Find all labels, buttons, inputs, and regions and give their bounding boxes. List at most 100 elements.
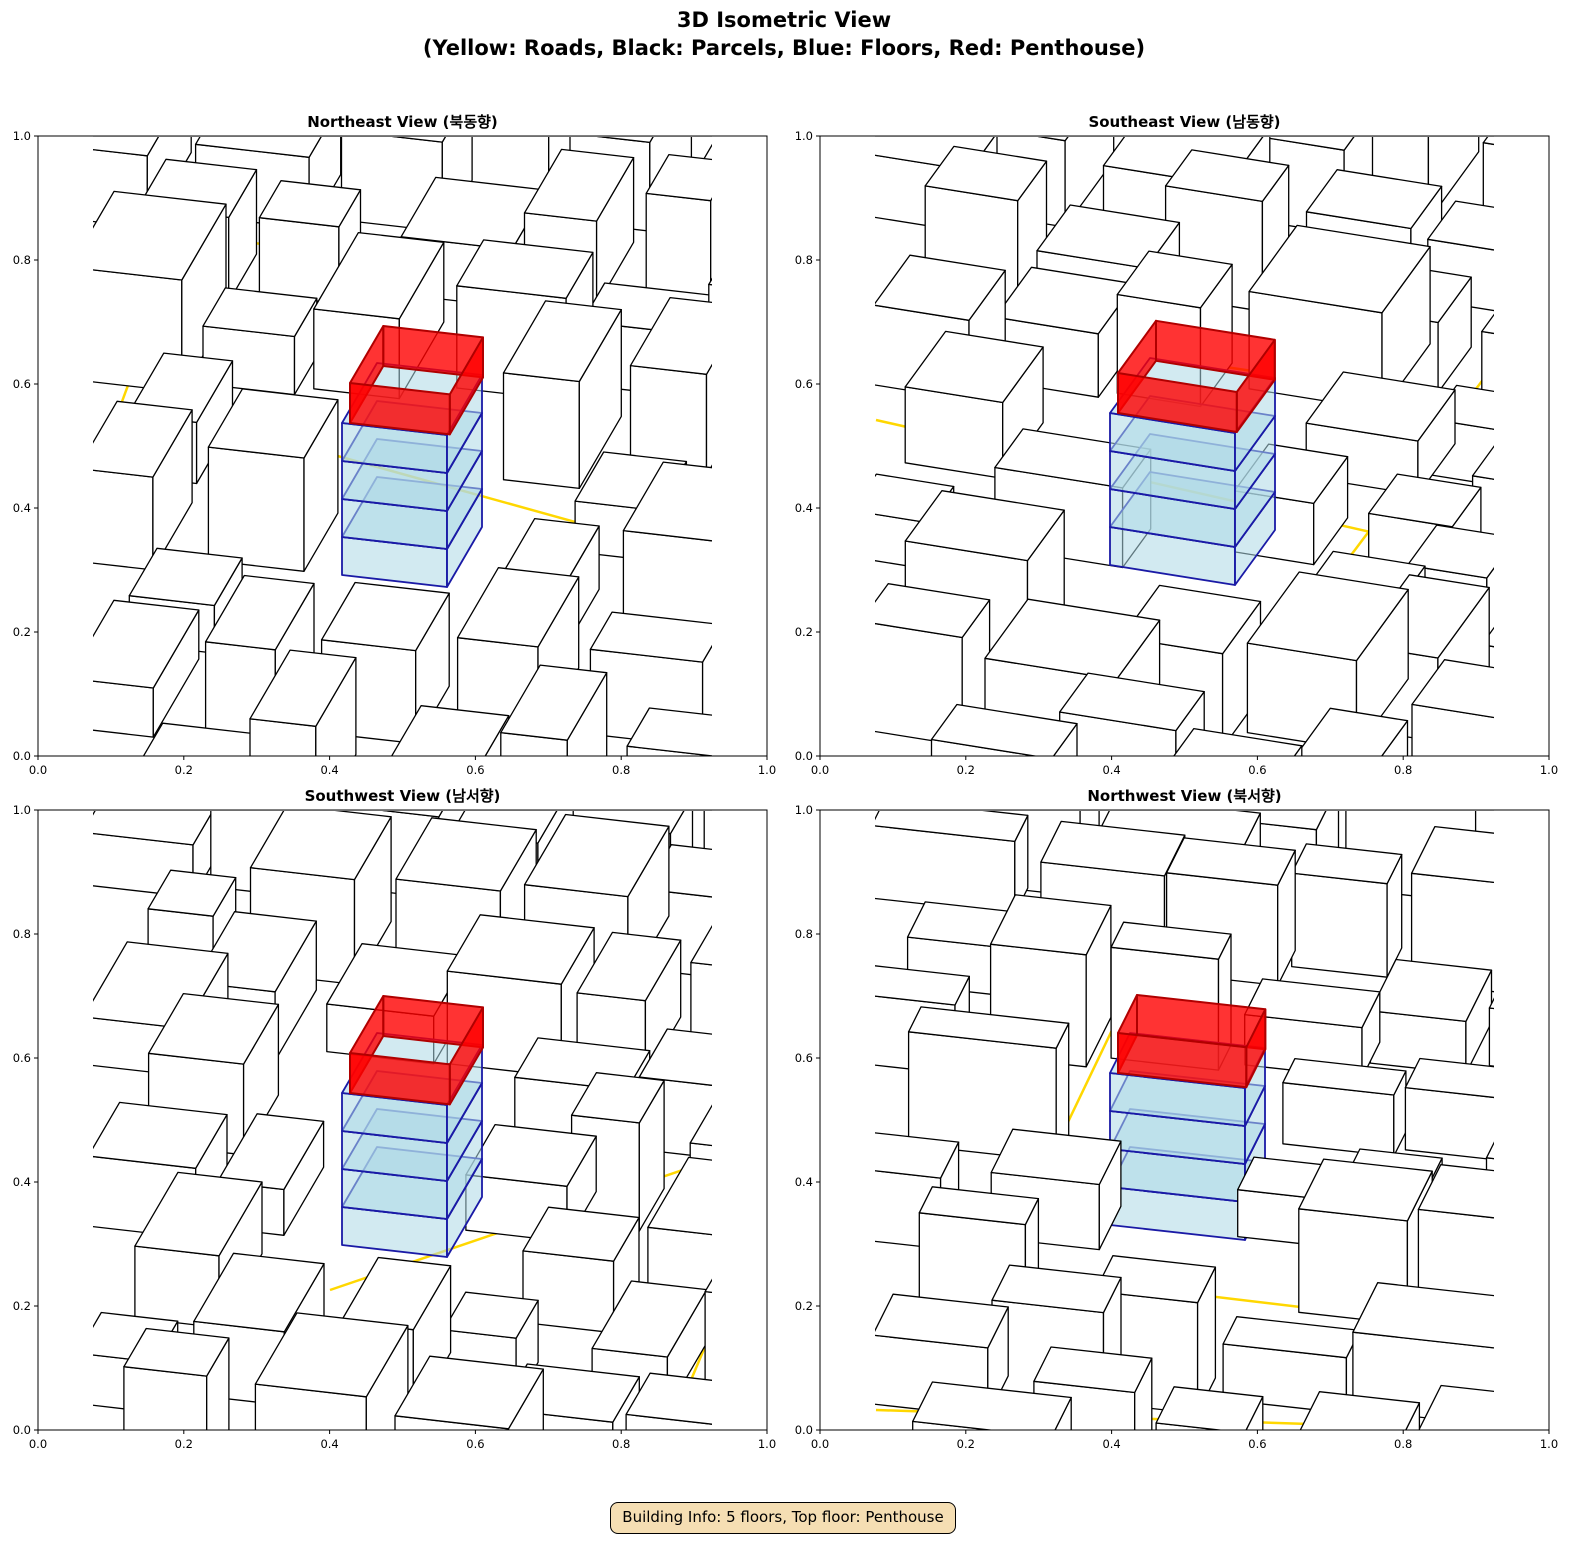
penthouse [1117, 994, 1267, 1089]
panel-title: Southeast View (남동향) [1088, 113, 1280, 131]
parcel-building [1299, 1391, 1421, 1430]
x-tick-label: 0.8 [1394, 763, 1412, 777]
parcel-building [1404, 1057, 1494, 1161]
axes-frame [37, 135, 768, 757]
parcel-building [690, 924, 712, 1055]
parcel-building [1548, 519, 1590, 666]
parcel-building [1155, 1386, 1264, 1430]
scene [875, 810, 1590, 1430]
x-tick-label: 1.0 [1540, 763, 1558, 777]
parcel-building [875, 810, 1029, 915]
parcel-building [1282, 1057, 1407, 1157]
y-tick-label: 0.4 [795, 501, 813, 515]
y-tick-label: 0.4 [795, 1175, 813, 1189]
parcel-building [1488, 997, 1494, 1067]
y-tick-label: 0.2 [795, 625, 813, 639]
parcel-building [500, 664, 608, 756]
parcel-building [994, 266, 1136, 398]
x-tick-label: 0.8 [612, 763, 630, 777]
parcel-building [697, 143, 712, 223]
parcel-building [629, 296, 712, 485]
x-tick-label: 0.2 [175, 763, 193, 777]
parcel-building [1369, 958, 1493, 1075]
penthouse [349, 995, 484, 1106]
parcel-building [1410, 825, 1494, 993]
parcel-building [1418, 1384, 1494, 1430]
x-tick-label: 0.4 [320, 1437, 338, 1451]
panel-title: Northwest View (북서향) [1087, 787, 1281, 805]
y-tick-label: 0.6 [795, 1051, 813, 1065]
axes-frame [37, 809, 768, 1431]
y-tick-label: 0.0 [795, 749, 813, 763]
y-tick-label: 1.0 [13, 803, 31, 817]
parcel-building [907, 1006, 1070, 1162]
parcel-building [1551, 350, 1590, 496]
parcel-building [704, 1278, 712, 1407]
parcel-building [207, 388, 339, 572]
x-tick-label: 0.0 [811, 1437, 829, 1451]
parcel-building [93, 400, 193, 571]
x-tick-label: 0.2 [175, 1437, 193, 1451]
parcel-building [930, 703, 1078, 756]
parcel-building [254, 1312, 409, 1430]
y-tick-label: 0.2 [13, 625, 31, 639]
panel-3: Northwest View (북서향)0.00.00.20.20.40.40.… [795, 787, 1590, 1451]
y-tick-label: 0.6 [13, 1051, 31, 1065]
parcel-building [756, 1000, 845, 1160]
panel-title: Southwest View (남서향) [305, 787, 501, 805]
parcel-building [93, 599, 200, 738]
y-tick-label: 0.4 [13, 501, 31, 515]
y-tick-label: 0.6 [13, 377, 31, 391]
parcel-building [1481, 626, 1494, 728]
penthouse [349, 325, 484, 436]
y-tick-label: 0.8 [13, 927, 31, 941]
x-tick-label: 0.6 [1248, 1437, 1266, 1451]
parcel-building [1411, 659, 1494, 756]
parcel-building [912, 1381, 1072, 1430]
y-tick-label: 0.2 [13, 1299, 31, 1313]
parcel-building [502, 300, 622, 490]
x-tick-label: 0.6 [1248, 763, 1266, 777]
target-building [1109, 319, 1276, 586]
y-tick-label: 0.2 [795, 1299, 813, 1313]
panel-0: Northeast View (북동향)0.00.00.20.20.40.40.… [13, 113, 866, 777]
y-tick-label: 0.6 [795, 377, 813, 391]
y-tick-label: 0.8 [795, 927, 813, 941]
x-tick-label: 0.2 [957, 763, 975, 777]
x-tick-label: 0.8 [612, 1437, 630, 1451]
building-info-box: Building Info: 5 floors, Top floor: Pent… [610, 1502, 956, 1534]
parcel-building [1291, 843, 1403, 978]
parcel-building [394, 1355, 544, 1430]
y-tick-label: 0.8 [13, 253, 31, 267]
parcel-building [703, 810, 712, 889]
target-building [341, 325, 484, 588]
y-tick-label: 1.0 [13, 129, 31, 143]
parcel-building [626, 707, 712, 756]
y-tick-label: 1.0 [795, 803, 813, 817]
parcel-building [1482, 136, 1494, 220]
y-tick-label: 0.0 [13, 749, 31, 763]
parcel-building [1059, 672, 1205, 756]
x-tick-label: 0.6 [466, 763, 484, 777]
parcel-building [1533, 1000, 1590, 1146]
axes-frame [819, 809, 1550, 1431]
x-tick-label: 0.2 [957, 1437, 975, 1451]
y-tick-label: 1.0 [795, 129, 813, 143]
x-tick-label: 0.4 [1102, 763, 1120, 777]
scene [875, 136, 1590, 756]
parcel-building [752, 334, 866, 485]
panel-1: Southeast View (남동향)0.00.00.20.20.40.40.… [795, 113, 1590, 777]
x-tick-label: 0.4 [320, 763, 338, 777]
parcel-building [1481, 313, 1494, 398]
parcel-building [1479, 1316, 1494, 1406]
x-tick-label: 1.0 [758, 1437, 776, 1451]
parcel-building [1173, 727, 1303, 756]
parcel-building [645, 153, 712, 313]
parcel-building [1294, 707, 1409, 756]
figure-title-line1: 3D Isometric View [677, 8, 891, 32]
parcel-building [1554, 864, 1590, 999]
x-tick-label: 1.0 [1540, 1437, 1558, 1451]
panel-2: Southwest View (남서향)0.00.00.20.20.40.40.… [13, 787, 845, 1451]
y-tick-label: 0.8 [795, 253, 813, 267]
scene [93, 810, 845, 1430]
